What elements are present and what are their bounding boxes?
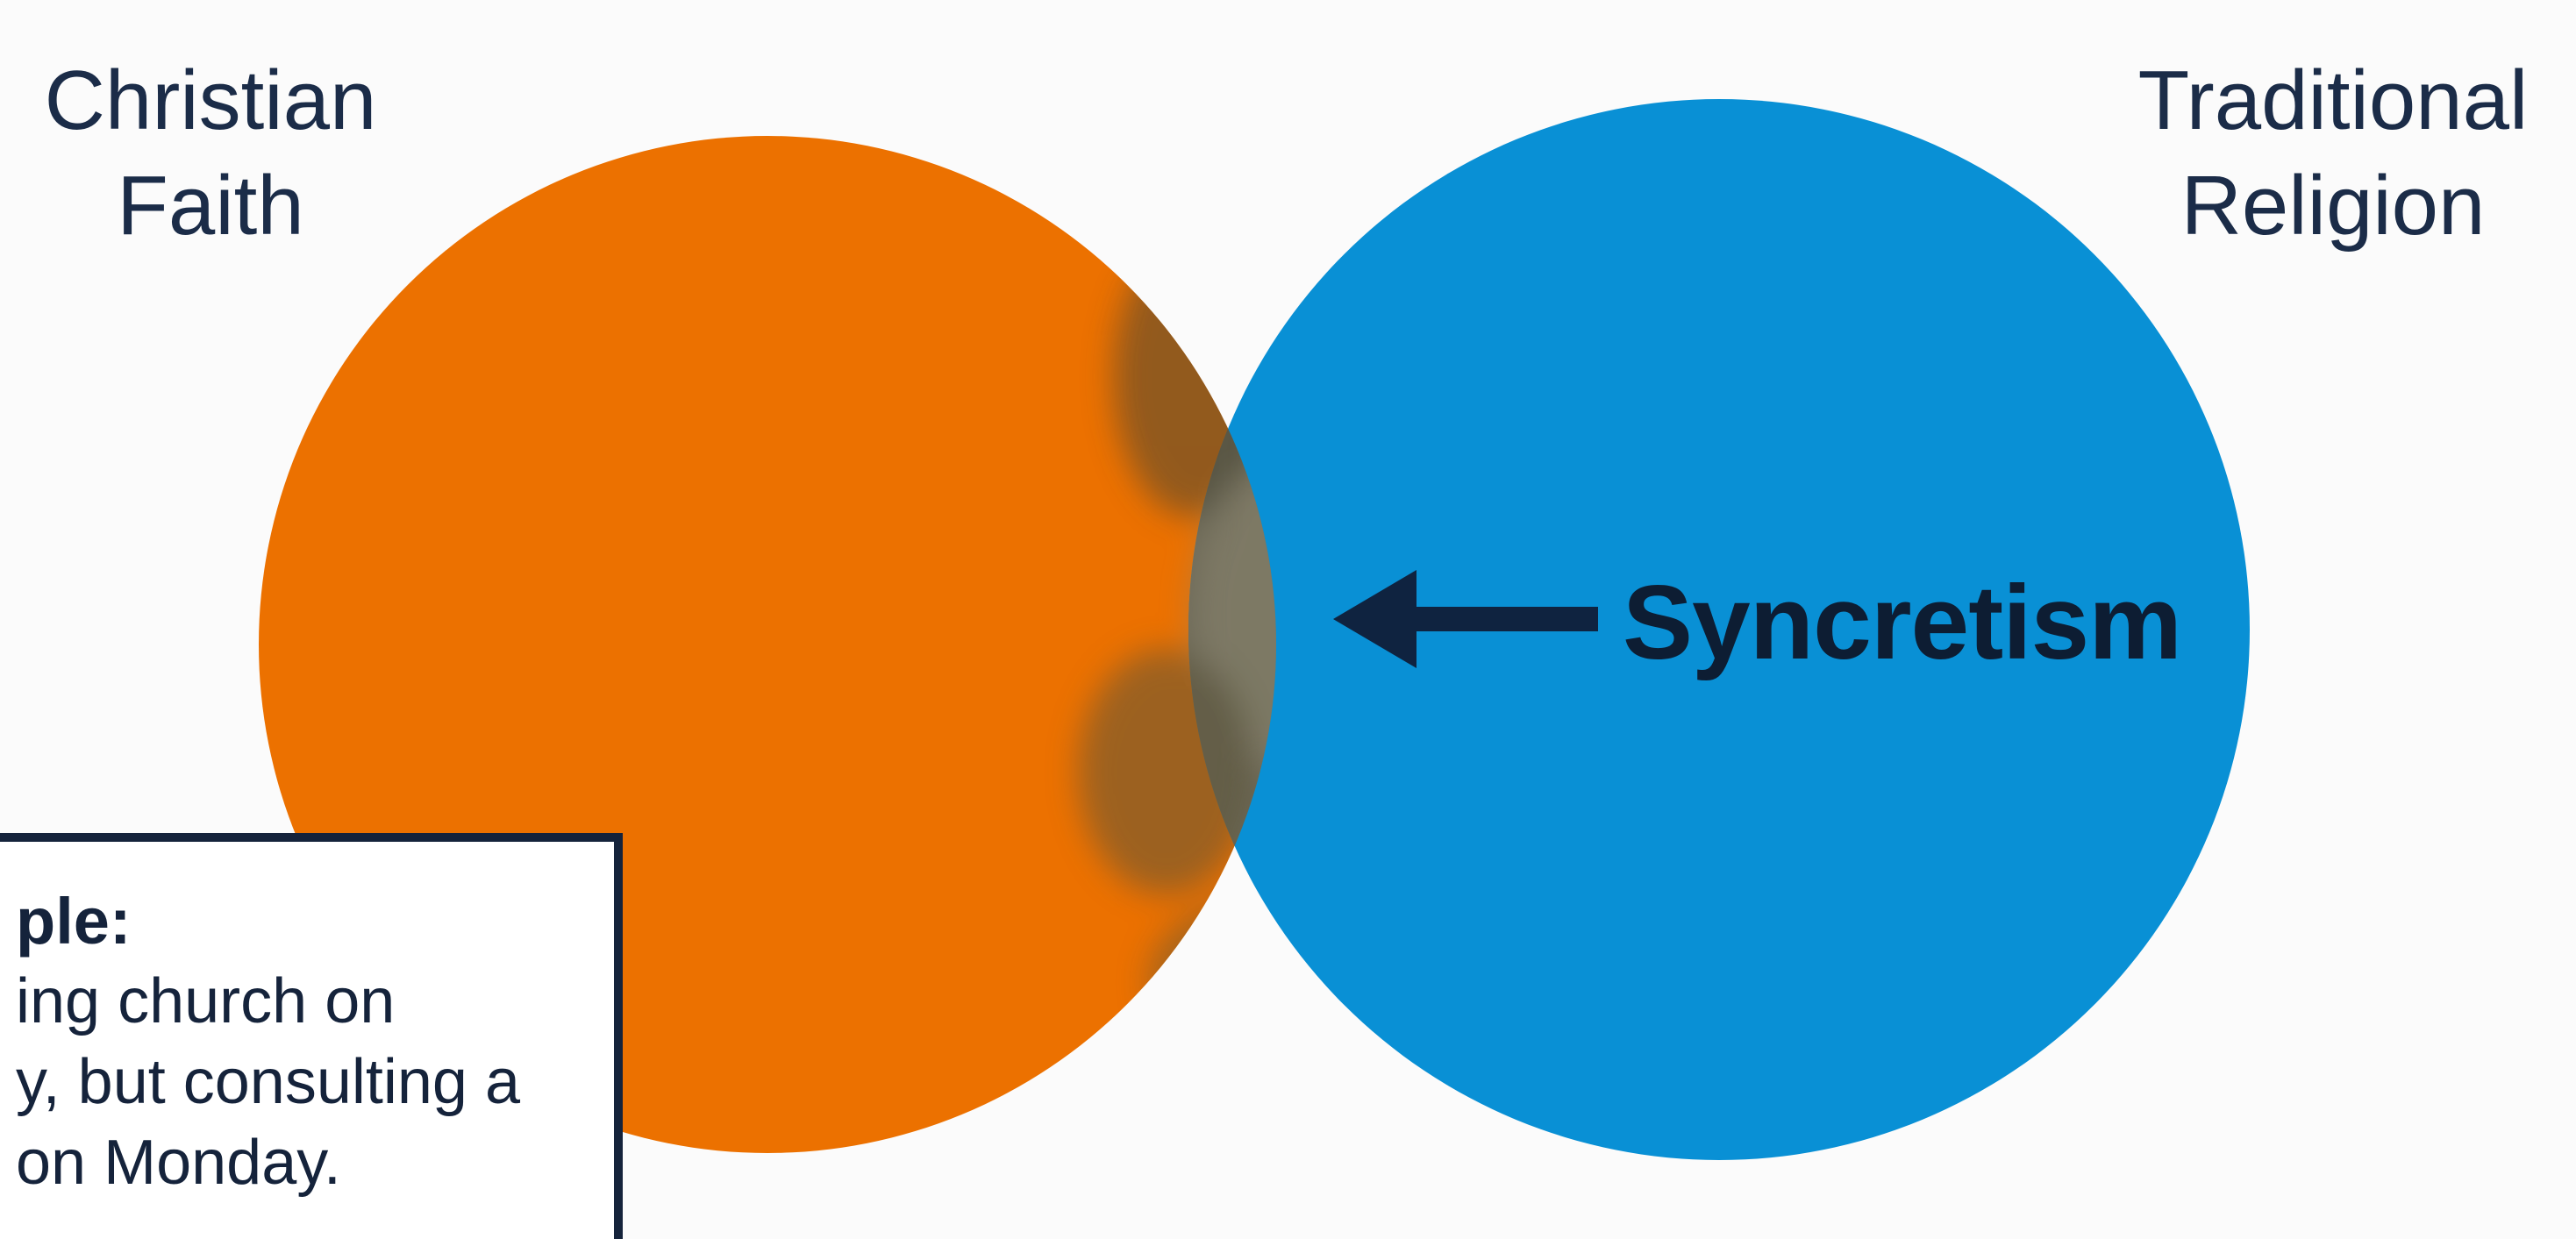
traditional-religion-label-line-1: Traditional <box>2137 53 2529 147</box>
christian-faith-label: Christian Faith <box>18 48 403 259</box>
christian-faith-label-line-1: Christian <box>44 53 377 147</box>
example-callout-box: ple: ing church on y, but consulting a o… <box>0 833 623 1239</box>
left-arrow-icon <box>1333 570 1598 668</box>
example-text-line: on Monday. <box>16 1128 341 1198</box>
example-text-line: y, but consulting a <box>16 1047 521 1117</box>
overlap-texture <box>1079 649 1254 894</box>
example-text-line: ing church on <box>16 966 396 1036</box>
overlap-texture <box>1193 456 1276 772</box>
traditional-religion-label-line-2: Religion <box>2180 159 2486 253</box>
traditional-religion-circle <box>1188 99 2250 1160</box>
example-heading: ple: <box>16 885 132 958</box>
syncretism-label: Syncretism <box>1623 564 2182 681</box>
christian-faith-label-line-2: Faith <box>117 159 304 253</box>
traditional-religion-label: Traditional Religion <box>2114 48 2552 259</box>
